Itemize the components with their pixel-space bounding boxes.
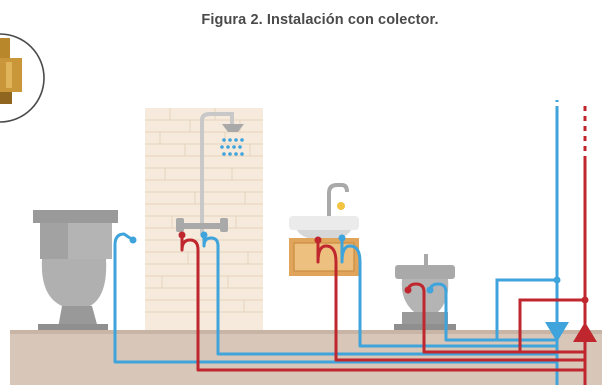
down-arrow-icon [545,322,569,342]
hot-pipe-shower [180,235,585,372]
hot-pipe-washbasin [316,240,585,362]
pipe-caps [129,231,589,304]
figure-title: Figura 2. Instalación con colector. [201,12,439,28]
washbasin [289,183,359,276]
floor [10,330,602,385]
inset-valve-circle [0,33,45,123]
cold-pipe-toilet [113,232,557,364]
up-arrow-icon [573,322,597,342]
cold-pipe-washbasin [340,238,557,348]
water-drops-icon [220,138,244,156]
shower [176,112,244,235]
hot-water-pipes [180,160,587,385]
cold-pipe-shower [202,235,557,356]
hot-collector [518,106,587,352]
cold-collector [495,106,559,340]
toilet [33,210,118,330]
brass-valve-icon [0,38,22,104]
